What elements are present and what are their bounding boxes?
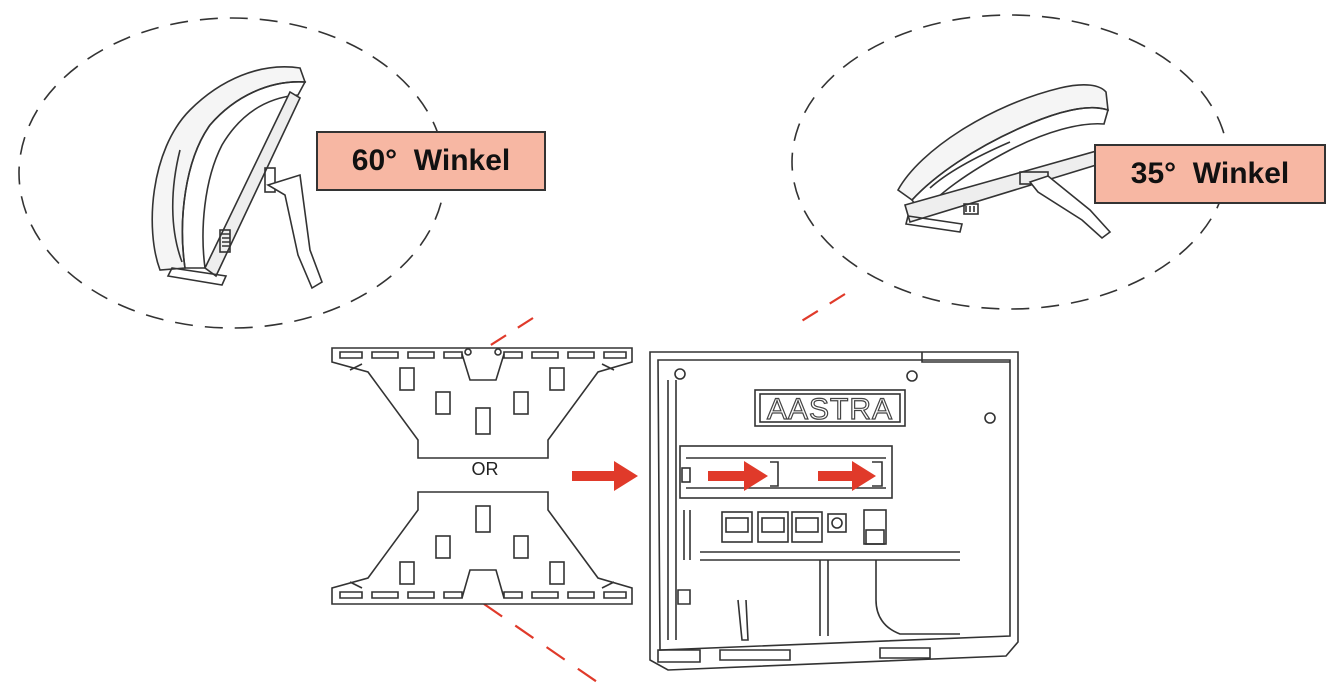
angle-60-label: 60° Winkel xyxy=(316,131,546,191)
or-label: OR xyxy=(471,459,499,479)
stand-plate-lower-icon xyxy=(331,491,633,605)
slide-arrow-left-icon xyxy=(708,461,768,491)
phone-side-35-icon xyxy=(896,83,1112,240)
slide-arrow-right-icon xyxy=(818,461,876,491)
angle-35-label: 35° Winkel xyxy=(1094,144,1326,204)
phone-side-60-icon xyxy=(151,66,323,290)
insert-arrow-icon xyxy=(572,461,638,491)
connector-line-bottom xyxy=(483,603,601,685)
stand-plate-upper-icon xyxy=(331,347,633,459)
brand-logo-text: AASTRA xyxy=(767,393,893,426)
connector-line-top-right xyxy=(799,293,846,323)
connector-line-top-left xyxy=(482,317,534,351)
phone-rear-view-icon xyxy=(649,351,1019,671)
